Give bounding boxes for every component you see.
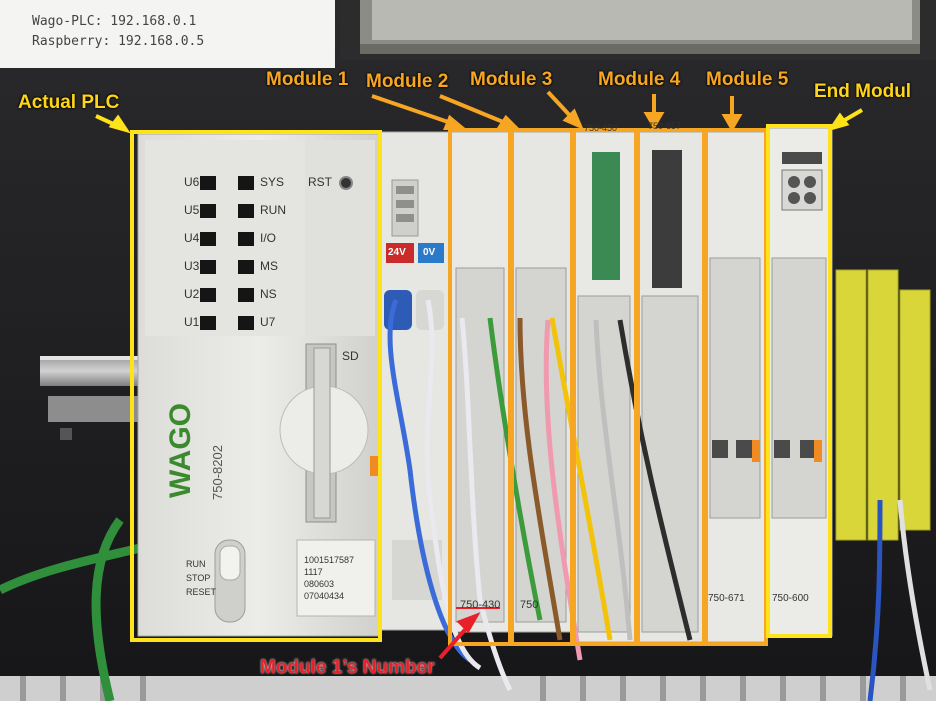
- note-line-wago-plc: Wago-PLC: 192.168.0.1: [32, 14, 197, 29]
- led-label-ms: MS: [260, 259, 278, 273]
- led-label-run: RUN: [260, 203, 286, 217]
- io-modules: [449, 127, 833, 643]
- rst-label: RST: [308, 175, 332, 189]
- label-actual-plc: Actual PLC: [18, 92, 120, 113]
- actual-plc-box: [130, 130, 382, 642]
- plc-controller: WAGO 750-8202: [137, 133, 381, 637]
- svg-text:750-8202: 750-8202: [210, 445, 225, 500]
- module-5-number: 750-671: [708, 593, 745, 604]
- serial-line-4: 07040434: [304, 591, 345, 601]
- serial-line-2: 1117: [304, 567, 323, 577]
- led-label-u3: U3: [184, 259, 200, 273]
- led-label-u6: U6: [184, 175, 200, 189]
- module-1-number: 750-430: [460, 599, 501, 611]
- label-module-4: Module 4: [598, 69, 681, 90]
- led-label-io: I/O: [260, 231, 277, 245]
- wago-logo: WAGO: [164, 403, 197, 498]
- led-label-u5: U5: [184, 203, 200, 217]
- led-label-u2: U2: [184, 287, 200, 301]
- label-module-1-number: Module 1’s Number: [260, 657, 435, 678]
- end-module-box: [766, 124, 832, 638]
- led-label-u4: U4: [184, 231, 200, 245]
- rst-button-icon: [339, 176, 353, 190]
- serial-line-3: 080603: [304, 579, 335, 589]
- led-label-sys: SYS: [260, 175, 285, 189]
- label-module-2: Module 2: [366, 71, 449, 92]
- label-0v: [418, 243, 444, 263]
- note-paper: Wago-PLC: 192.168.0.1 Raspberry: 192.168…: [0, 0, 335, 68]
- serial-sticker: [296, 539, 376, 617]
- end-module-number: 750-600: [772, 593, 809, 604]
- status-leds: [200, 176, 254, 330]
- sd-label: SD: [342, 349, 359, 363]
- note-line-raspberry: Raspberry: 192.168.0.5: [32, 34, 205, 49]
- label-24v: [386, 243, 414, 263]
- label-module-3: Module 3: [470, 69, 553, 90]
- serial-line-1: 1001517587: [304, 555, 355, 565]
- label-module-5: Module 5: [706, 69, 789, 90]
- label-module-1: Module 1: [266, 69, 349, 90]
- terminal-blocks: [835, 269, 931, 541]
- arrows: [95, 90, 864, 660]
- led-label-u7: U7: [260, 315, 276, 329]
- svg-text:WAGO: WAGO: [164, 403, 197, 498]
- module-2-number: 750: [520, 599, 539, 611]
- supply-0v-label: 0V: [423, 247, 436, 258]
- switch-label-stop: STOP: [186, 573, 211, 583]
- label-end-module: End Modul: [814, 81, 912, 102]
- switch-label-reset: RESET: [186, 587, 217, 597]
- led-label-u1: U1: [184, 315, 200, 329]
- supply-24v-label: 24V: [388, 247, 406, 258]
- module-3-top-label: 750-450: [584, 123, 618, 133]
- module-4-top-label: 750-657: [648, 121, 682, 131]
- highlight-boxes: [130, 124, 832, 646]
- switch-label-run: RUN: [186, 559, 206, 569]
- led-label-ns: NS: [260, 287, 277, 301]
